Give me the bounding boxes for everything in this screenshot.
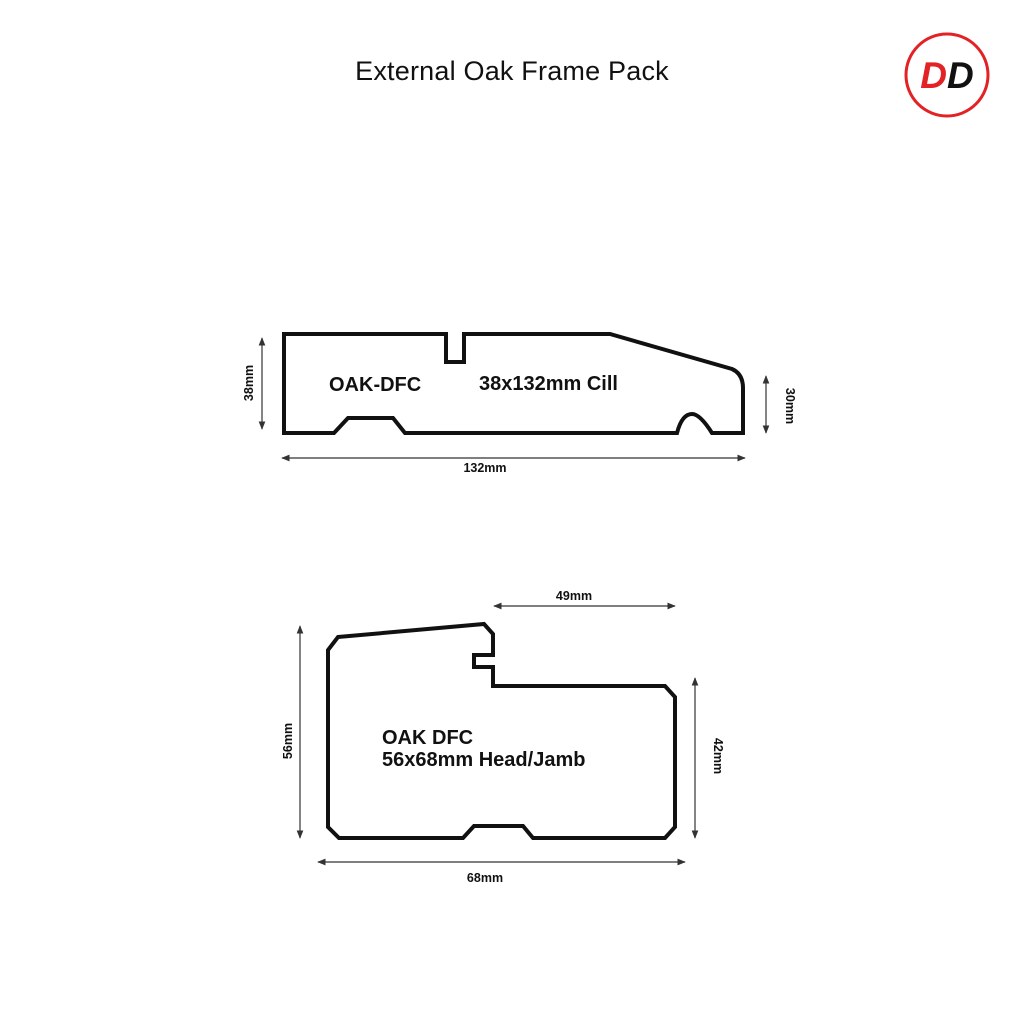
head-width-label: 68mm [467,871,503,885]
logo-text: DD [920,55,973,96]
head-rebate-width-label: 49mm [556,589,592,603]
cill-width-label: 132mm [463,461,506,475]
head-rebate-height-label: 42mm [711,738,725,774]
logo-ring [904,32,990,118]
cill-outline [282,332,745,435]
dd-logo: DD [904,32,990,118]
head-height-label: 56mm [281,723,295,759]
logo-letter-black: D [947,55,974,96]
cill-profile: 38mm 30mm 132mm OAK-DFC 38x132mm Cill [242,332,797,475]
logo-letter-red: D [920,55,947,96]
head-jamb-description-label: 56x68mm Head/Jamb [382,749,585,771]
cill-code-label: OAK-DFC [329,374,421,396]
cill-height-label: 38mm [242,365,256,401]
head-jamb-code-label: OAK DFC [382,727,473,749]
head-jamb-outline [326,621,677,840]
cill-description-label: 38x132mm Cill [479,373,618,395]
page-title: External Oak Frame Pack [355,56,669,86]
cill-front-height-label: 30mm [783,388,797,424]
head-jamb-profile: 49mm 56mm 42mm 68mm OAK DFC 56x68mm Head… [281,589,725,885]
